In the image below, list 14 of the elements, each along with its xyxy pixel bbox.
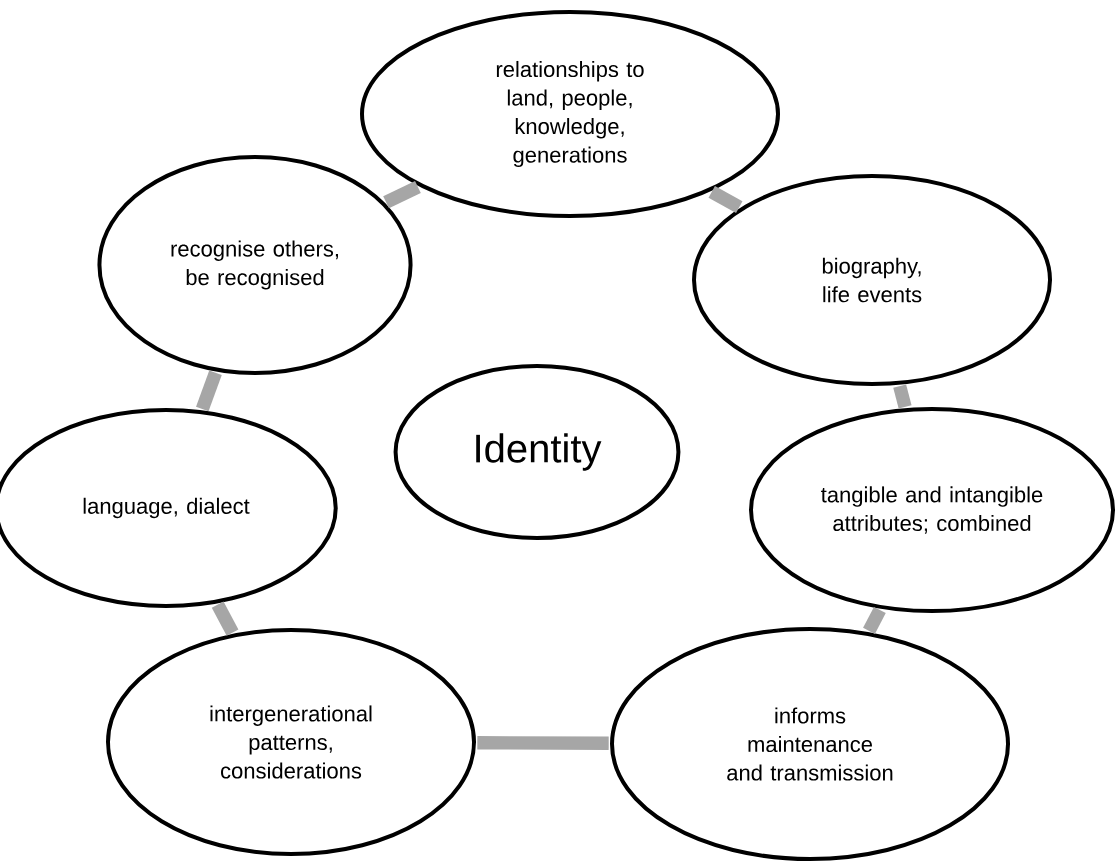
ellipse-node: intergenerational patterns, considerations bbox=[106, 628, 476, 856]
ellipse-node: tangible and intangible attributes; combined bbox=[749, 407, 1115, 613]
ring-connector bbox=[211, 601, 239, 636]
ring-connector bbox=[477, 736, 609, 750]
ring-connector bbox=[708, 186, 743, 213]
ellipse-node: biography, life events bbox=[692, 174, 1052, 386]
ellipse-node: recognise others, be recognised bbox=[97, 155, 413, 375]
ellipse-node: informs maintenance and transmission bbox=[610, 627, 1010, 861]
ring-connector bbox=[893, 384, 912, 409]
ring-connector bbox=[196, 370, 222, 412]
ellipse-node: relationships to land, people, knowledge, generations bbox=[360, 10, 780, 218]
ellipse-node: Identity bbox=[393, 364, 681, 540]
ring-connector bbox=[863, 606, 886, 634]
ring-connector bbox=[383, 180, 421, 209]
